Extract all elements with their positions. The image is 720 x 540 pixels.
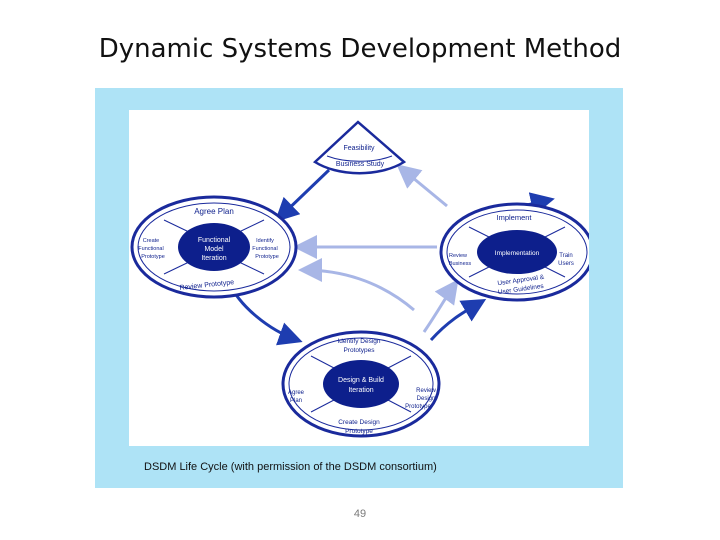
functional-top: Agree Plan <box>194 207 234 216</box>
feasibility-label: Feasibility <box>343 145 375 152</box>
design-bottom-2: Prototype <box>345 428 373 435</box>
implementation-top: Implement <box>496 213 532 222</box>
design-center-1: Design & Build <box>338 377 384 384</box>
functional-model-ring: Functional Model Iteration Agree Plan Cr… <box>130 195 298 299</box>
functional-left-3: Prototype <box>141 254 165 260</box>
arrow-design-to-implementation <box>422 279 459 333</box>
business-study-label: Business Study <box>336 161 385 168</box>
functional-left-2: Functional <box>138 246 163 252</box>
functional-right-1: Identify <box>256 238 274 244</box>
design-build-ring: Design & Build Iteration Identify Design… <box>281 330 441 438</box>
design-bottom-1: Create Design <box>338 419 380 426</box>
implementation-center: Implementation <box>495 250 540 257</box>
figure-caption: DSDM Life Cycle (with permission of the … <box>144 461 437 473</box>
implementation-ring: Implementation Implement Review Business… <box>439 202 595 302</box>
design-left-2: Plan <box>290 398 302 404</box>
implementation-left-2: Business <box>449 261 472 267</box>
page-number: 49 <box>353 508 367 520</box>
implementation-right-2: Users <box>558 261 574 267</box>
functional-center-2: Model <box>204 246 224 253</box>
dsdm-life-cycle-diagram: Feasibility Business Study Functional Mo… <box>129 110 595 446</box>
design-center-2: Iteration <box>348 387 373 394</box>
functional-right-2: Functional <box>252 246 277 252</box>
functional-center-1: Functional <box>198 237 231 244</box>
arrow-design-to-implementation-lower <box>429 298 487 342</box>
feasibility-phase: Feasibility Business Study <box>312 120 407 175</box>
design-right-1: Review <box>416 388 436 394</box>
arrow-design-to-functional <box>298 258 415 312</box>
functional-right-3: Prototype <box>255 254 279 260</box>
functional-center-3: Iteration <box>201 255 226 262</box>
functional-left-1: Create <box>143 238 160 244</box>
implementation-left-1: Review <box>449 253 467 259</box>
design-top-2: Prototypes <box>343 347 375 354</box>
design-left-1: Agree <box>288 390 305 396</box>
slide-title: Dynamic Systems Development Method <box>98 34 622 64</box>
arrow-implementation-to-feasibility <box>396 164 448 208</box>
design-right-3: Prototype <box>405 404 431 410</box>
design-top-1: Identify Design <box>338 338 381 345</box>
design-right-2: Design <box>417 396 436 402</box>
arrow-feasibility-to-functional <box>274 168 331 223</box>
implementation-right-1: Train <box>559 253 572 259</box>
